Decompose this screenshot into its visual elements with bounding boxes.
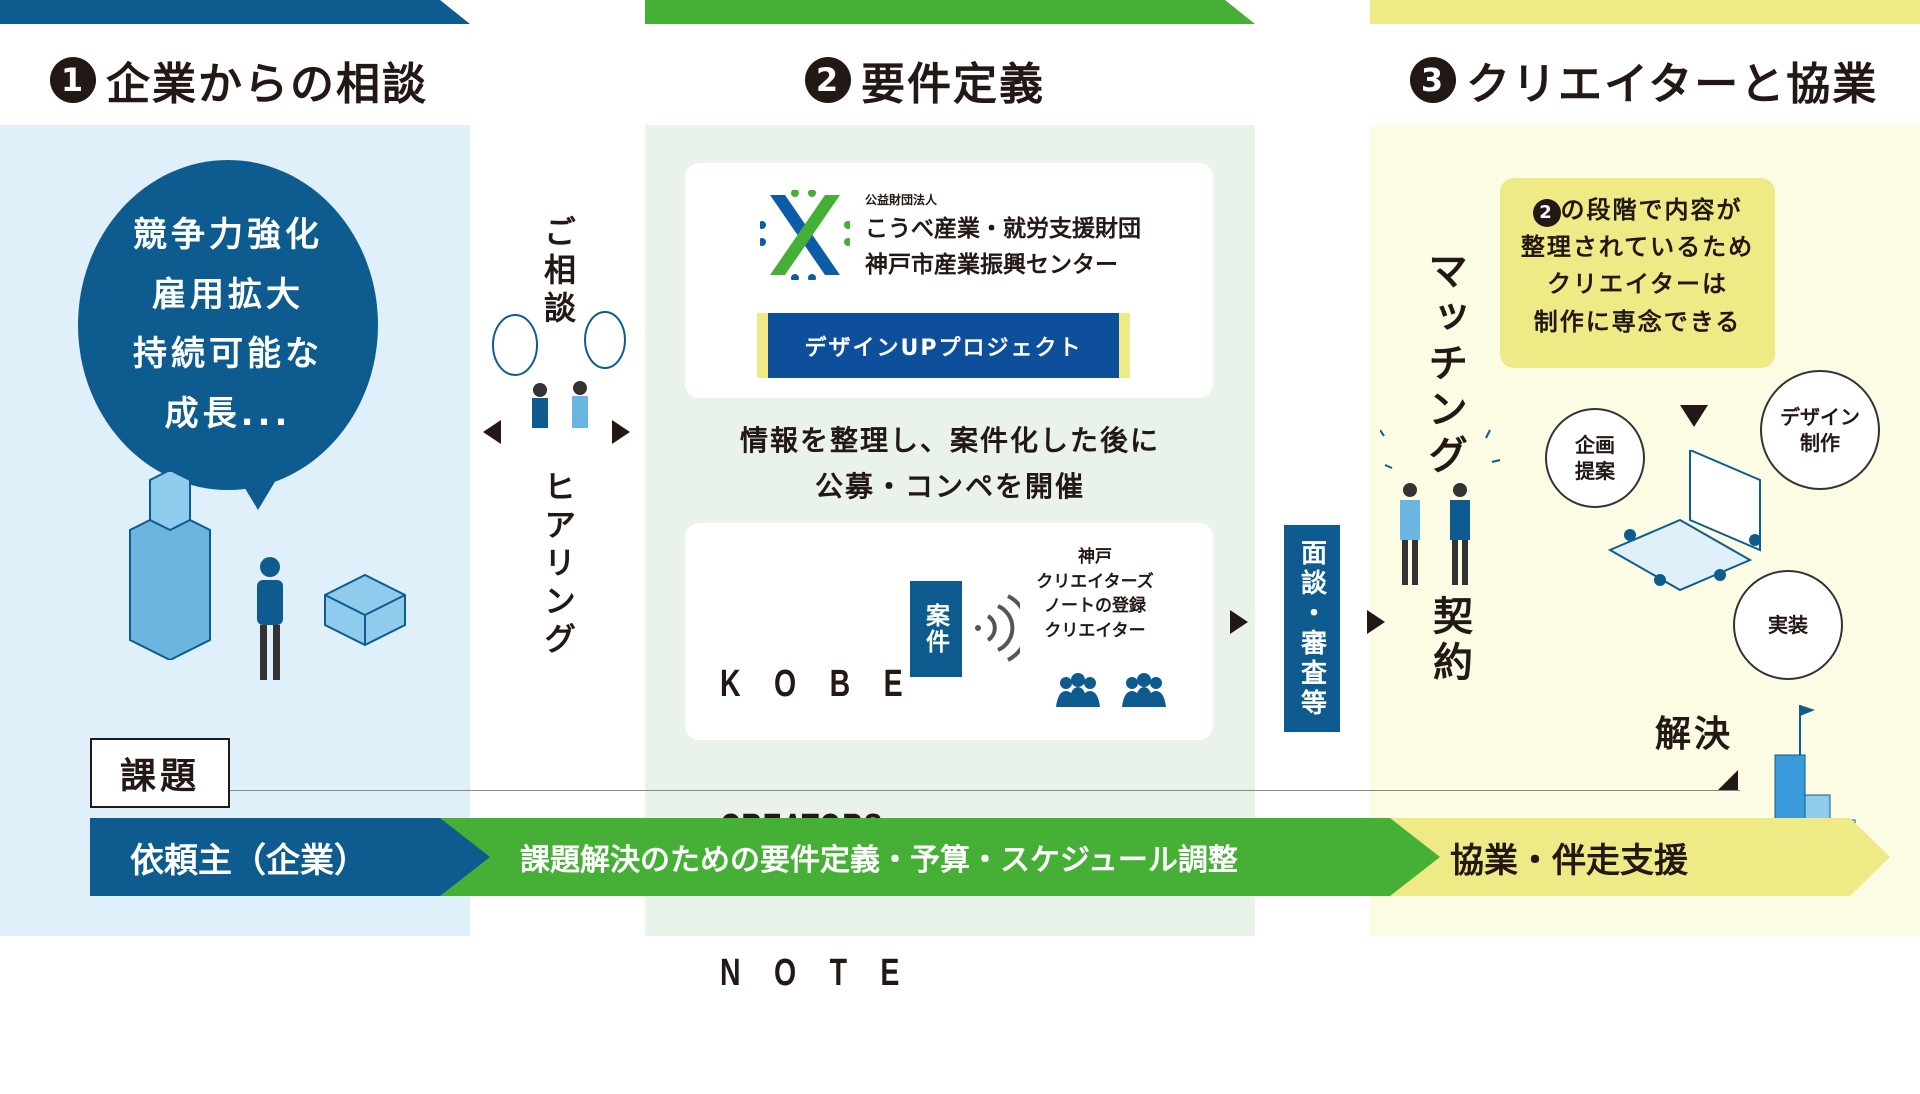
- planning-proposal-circle: 企画 提案: [1545, 408, 1645, 508]
- adjustment-band: 課題解決のための要件定義・予算・スケジュール調整: [440, 818, 1440, 896]
- step-number: 1: [50, 57, 96, 103]
- interview-screening-label: 面談・審査等: [1284, 525, 1340, 732]
- right-arrow-icon: [612, 420, 630, 444]
- step-number: 2: [1532, 198, 1561, 227]
- signal-waves-icon: [975, 594, 1020, 662]
- step-number: 3: [1410, 57, 1456, 103]
- creators-note-card: K O B E CREATORS N O T E 案件 神戸 クリエイターズ ノ…: [685, 523, 1213, 994]
- step3-bar: [1370, 0, 1920, 24]
- logo-line: K O B E: [720, 662, 916, 705]
- contract-label: 契約: [1426, 595, 1472, 687]
- org-center-name: 神戸市産業振興センター: [865, 252, 1118, 278]
- creators-line: 神戸: [1078, 547, 1112, 567]
- bubble-line: 競争力強化: [133, 215, 323, 255]
- note-text: の段階で内容が: [1560, 196, 1743, 224]
- creators-line: クリエイターズ: [1036, 571, 1154, 592]
- design-production-circle: デザイン 制作: [1760, 370, 1880, 490]
- creators-line: クリエイター: [1044, 620, 1146, 641]
- description-line: 公募・コンペを開催: [814, 470, 1085, 504]
- step-title: 要件定義: [861, 59, 1045, 110]
- step1-bar: [0, 0, 470, 24]
- support-band: 協業・伴走支援: [1390, 818, 1890, 896]
- hearing-label: ヒアリング: [539, 470, 577, 660]
- solve-label: 解決: [1655, 714, 1734, 755]
- down-arrow-icon: [1680, 405, 1708, 427]
- people-group-icon: [1056, 673, 1166, 707]
- speech-bubble: 競争力強化 雇用拡大 持続可能な 成長...: [78, 160, 378, 490]
- implementation-circle: 実装: [1733, 570, 1843, 680]
- issue-label: 課題: [90, 738, 230, 808]
- bubble-tail: [240, 480, 276, 510]
- registered-creators-text: 神戸 クリエイターズ ノートの登録 クリエイター: [1015, 545, 1175, 644]
- bubble-line: 成長...: [164, 393, 292, 434]
- organization-logo: [760, 190, 850, 280]
- step-number: 2: [805, 57, 851, 103]
- matching-label: マッチング: [1421, 250, 1467, 480]
- bubble-line: 雇用拡大: [152, 274, 304, 315]
- person-thinking-illustration: [257, 557, 283, 680]
- creators-line: ノートの登録: [1044, 596, 1146, 617]
- org-name: こうべ産業・就労支援財団: [865, 216, 1141, 242]
- case-label: 案件: [910, 581, 962, 677]
- org-type: 公益財団法人: [865, 193, 938, 207]
- step-title: クリエイターと協業: [1466, 59, 1879, 110]
- client-band: 依頼主（企業）: [90, 818, 490, 896]
- step2-bar: [645, 0, 1255, 24]
- project-banner: デザインUPプロジェクト: [757, 313, 1130, 378]
- description-line: 情報を整理し、案件化した後に: [739, 424, 1160, 457]
- matching-handshake-illustration: [1380, 429, 1501, 585]
- consultation-label: ご相談: [539, 215, 577, 329]
- process-description: 情報を整理し、案件化した後に 公募・コンペを開催: [645, 418, 1255, 510]
- arrow-to-interview-icon: [1230, 610, 1248, 634]
- office-building-illustration: [129, 460, 211, 660]
- small-building-illustration: [324, 573, 406, 647]
- left-arrow-icon: [483, 420, 501, 444]
- note-line: 制作に専念できる: [1533, 307, 1742, 336]
- logo-line: N O T E: [720, 952, 913, 994]
- team-meeting-illustration: [1607, 450, 1761, 592]
- solve-arrow-icon: [1718, 770, 1738, 790]
- note-line: 整理されているため: [1520, 233, 1755, 262]
- organization-card: 公益財団法人 こうべ産業・就労支援財団 神戸市産業振興センター デザインUPプロ…: [685, 163, 1213, 398]
- bubble-line: 持続可能な: [133, 334, 323, 374]
- issue-line: [230, 790, 1740, 791]
- note-line: クリエイターは: [1546, 270, 1729, 299]
- handshake-consultation-illustration: [492, 311, 626, 428]
- step-title: 企業からの相談: [106, 59, 428, 110]
- arrow-to-contract-icon: [1367, 610, 1385, 634]
